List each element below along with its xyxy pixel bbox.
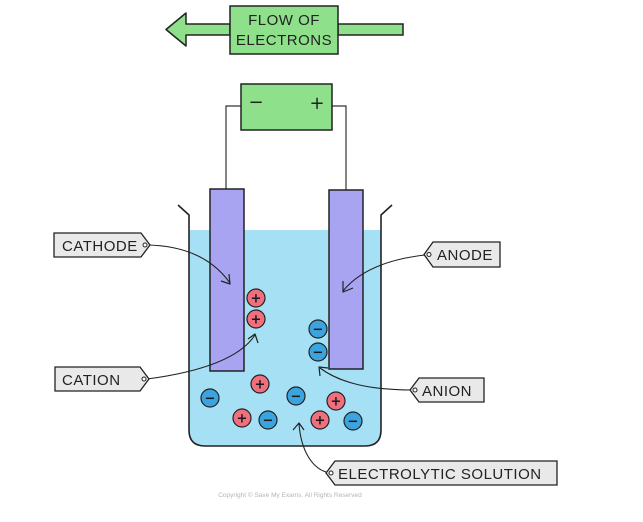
solution-pointer-line	[298, 423, 331, 474]
cathode-tag-hole	[142, 242, 148, 248]
arrow-head	[165, 12, 231, 47]
cation-tag	[54, 366, 150, 392]
cathode-pointer-line	[147, 244, 231, 284]
anion-tag	[409, 377, 485, 403]
cation-ion-circle	[246, 309, 266, 329]
solution-arrowhead	[292, 422, 305, 431]
anion-ion-symbol: −	[263, 414, 274, 429]
cation-ion: +	[232, 408, 252, 428]
cathode-tag	[53, 232, 151, 258]
cathode-arrowhead	[220, 273, 231, 285]
label-anode: ANODE	[423, 241, 501, 268]
anion-ion-symbol: −	[313, 346, 324, 361]
cation-arrowhead	[247, 333, 259, 344]
anion-pointer-line	[319, 367, 414, 391]
cation-ion-symbol: +	[251, 313, 262, 328]
solution-tag-hole	[328, 470, 334, 476]
cation-ion-symbol: +	[251, 292, 262, 307]
beaker-outline	[177, 204, 393, 447]
anode-arrowhead	[342, 281, 354, 293]
battery-negative-terminal: −	[248, 92, 263, 113]
cation-tag-hole	[141, 376, 147, 382]
anion-arrowhead	[318, 366, 329, 377]
battery-body	[240, 83, 333, 131]
wire-negative	[225, 105, 241, 189]
anion-ion-symbol: −	[313, 323, 324, 338]
cation-ion-symbol: +	[255, 378, 266, 393]
anode-tag-hole	[426, 252, 432, 257]
battery: − +	[240, 83, 333, 131]
cation-ion: +	[310, 410, 330, 430]
anode-tag	[423, 241, 501, 268]
anion-ion: −	[286, 386, 306, 406]
label-cathode: CATHODE	[53, 232, 151, 258]
title-line-1: FLOW OF	[248, 12, 320, 29]
cation-ion-symbol: +	[237, 412, 248, 427]
wire-positive	[332, 105, 347, 190]
anion-ion-circle	[200, 388, 220, 408]
anion-ion: −	[343, 411, 363, 431]
anion-ion: −	[258, 410, 278, 430]
anion-ion: −	[200, 388, 220, 408]
pointer-arrowheads	[220, 273, 354, 431]
cation-label: CATION	[62, 372, 121, 389]
cathode-label: CATHODE	[62, 238, 138, 255]
cation-ion: +	[246, 309, 266, 329]
anion-ion-symbol: −	[348, 415, 359, 430]
arrow-tail	[337, 23, 404, 36]
anion-ion-circle	[308, 319, 328, 339]
battery-positive-terminal: +	[309, 93, 324, 114]
cation-ion-circle	[246, 288, 266, 308]
anion-ion-symbol: −	[291, 390, 302, 405]
title-line-2: ELECTRONS	[236, 32, 332, 49]
anode-label: ANODE	[437, 247, 493, 264]
cation-ion: +	[250, 374, 270, 394]
anion-ion-circle	[308, 342, 328, 362]
pointer-lines	[146, 244, 426, 474]
anion-ion-circle	[258, 410, 278, 430]
anion-ion-circle	[343, 411, 363, 431]
cation-ion-symbol: +	[331, 395, 342, 410]
cation-ion-circle	[310, 410, 330, 430]
electron-flow-arrow: FLOW OF ELECTRONS	[165, 5, 404, 55]
solution-tag	[325, 460, 558, 486]
cathode-electrode	[209, 188, 245, 372]
cation-ion-symbol: +	[315, 414, 326, 429]
arrow-label-box	[229, 5, 339, 55]
anion-ion-symbol: −	[205, 392, 216, 407]
anode-electrode	[328, 189, 364, 370]
anion-tag-hole	[412, 387, 418, 393]
cation-ion-circle	[250, 374, 270, 394]
anion-ion-circle	[286, 386, 306, 406]
cation-ion: +	[326, 391, 346, 411]
circuit-wires	[225, 105, 347, 190]
electrolytic-solution-label: ELECTROLYTIC SOLUTION	[338, 466, 542, 483]
label-electrolytic-solution: ELECTROLYTIC SOLUTION	[325, 460, 558, 486]
cation-ion: +	[246, 288, 266, 308]
ions: ++−−+−−++−+−	[200, 288, 363, 431]
cation-pointer-line	[146, 334, 256, 380]
anode-pointer-line	[342, 254, 426, 292]
label-cation: CATION	[54, 366, 150, 392]
cation-ion-circle	[326, 391, 346, 411]
copyright-notice: Copyright © Save My Exams. All Rights Re…	[218, 491, 362, 499]
label-anion: ANION	[409, 377, 485, 403]
cation-ion-circle	[232, 408, 252, 428]
anion-ion: −	[308, 319, 328, 339]
anion-ion: −	[308, 342, 328, 362]
anion-label: ANION	[422, 383, 472, 400]
